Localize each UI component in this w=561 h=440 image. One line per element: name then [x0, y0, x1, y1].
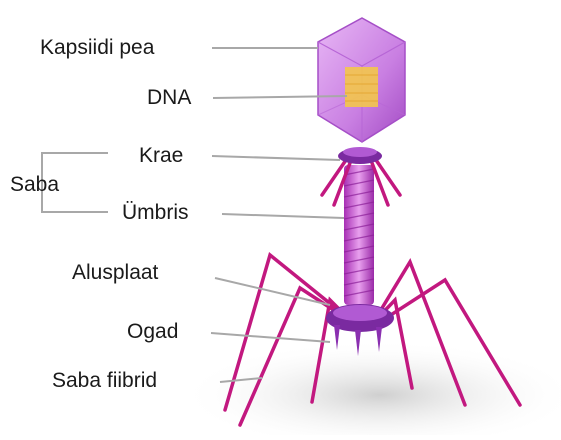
leader-sheath: [222, 214, 344, 218]
label-spikes: Ogad: [127, 321, 178, 342]
label-baseplate: Alusplaat: [72, 262, 158, 283]
ground-shadow: [180, 340, 561, 435]
leader-lines: [42, 48, 347, 382]
label-tail-group: Saba: [10, 174, 59, 195]
tail-sheath: [344, 165, 374, 305]
label-tail-fibers: Saba fiibrid: [52, 370, 157, 391]
label-capsid-head: Kapsiidi pea: [40, 37, 154, 58]
label-collar: Krae: [139, 145, 183, 166]
collar: [338, 147, 382, 164]
label-sheath: Ümbris: [122, 202, 189, 223]
capsid-head: [318, 18, 405, 142]
label-dna: DNA: [147, 87, 191, 108]
leader-collar: [212, 156, 340, 160]
leader-spikes: [211, 333, 330, 342]
